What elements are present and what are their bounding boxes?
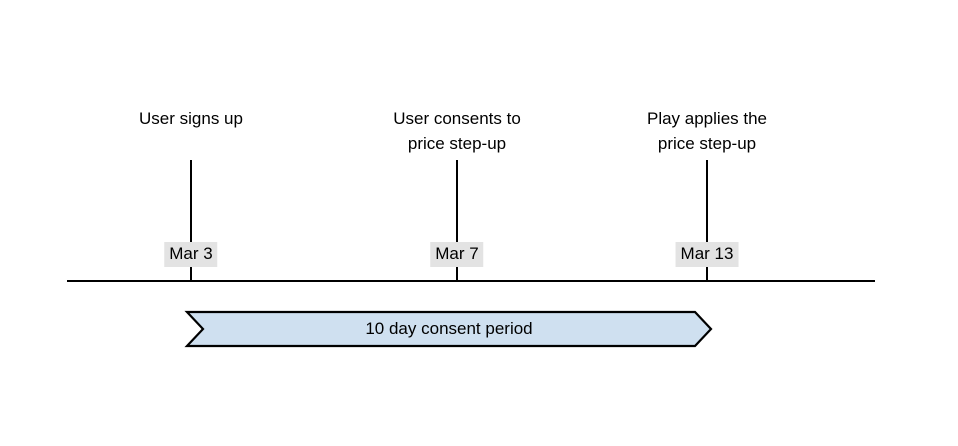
event-date-consent: Mar 7 <box>430 242 484 267</box>
event-caption-signup: User signs up <box>139 109 243 128</box>
consent-period-arrow-shape <box>187 312 711 346</box>
event-caption-apply: Play applies the price step-up <box>646 109 768 153</box>
event-date-apply: Mar 13 <box>675 242 739 267</box>
event-stem-apply <box>706 160 708 282</box>
event-date-signup: Mar 3 <box>164 242 218 267</box>
event-stem-signup <box>190 160 192 282</box>
timeline-axis <box>67 280 875 282</box>
consent-period-banner: 10 day consent period <box>187 312 711 346</box>
event-caption-consent: User consents to price step-up <box>393 109 521 153</box>
event-stem-consent <box>456 160 458 282</box>
